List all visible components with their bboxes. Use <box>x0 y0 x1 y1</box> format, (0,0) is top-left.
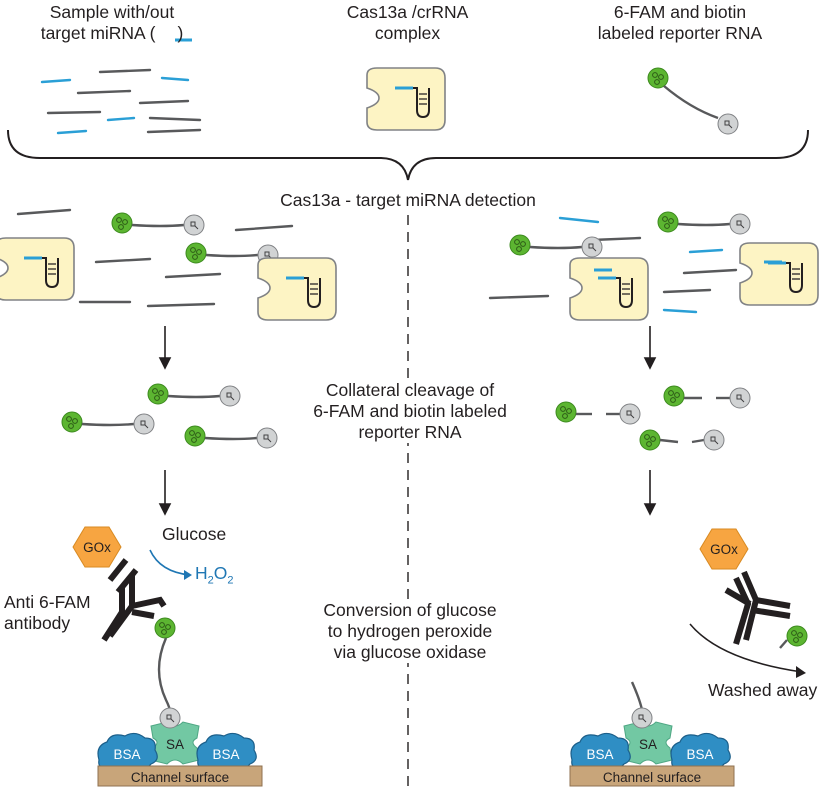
antibody-label: Anti 6-FAM antibody <box>4 592 91 634</box>
gox-label-right: GOx <box>710 542 738 557</box>
fam-label-left <box>154 617 176 639</box>
cas13a-complex-icon <box>256 256 338 322</box>
cas13a-complex-icon <box>568 256 650 322</box>
complex-label-line2: complex <box>374 23 441 43</box>
gox-label-left: GOx <box>83 540 111 555</box>
flow-arrows <box>158 326 657 516</box>
antibody-right <box>724 570 791 645</box>
gox-enzyme-left <box>72 526 122 568</box>
conversion-label-line1: Conversion of glucose <box>323 600 497 620</box>
left-detection-strands <box>16 208 294 308</box>
reporter-label: 6-FAM and biotin labeled reporter RNA <box>570 2 790 44</box>
right-detection-strands <box>488 216 738 314</box>
gox-enzyme-right <box>699 528 749 570</box>
reporter-rna <box>510 235 602 257</box>
sample-label-line2: target miRNA ( <box>40 23 156 43</box>
biotin-right <box>631 707 653 729</box>
conversion-label-line3: via glucose oxidase <box>333 642 487 662</box>
sample-strands <box>40 68 202 135</box>
glucose-label: Glucose <box>162 524 227 544</box>
reporter-rna-top <box>647 67 739 135</box>
complex-label-line1: Cas13a /crRNA <box>346 2 469 22</box>
cleavage-label-line1: Collateral cleavage of <box>325 380 495 400</box>
channel-surface-right <box>569 765 735 787</box>
reporter-rna <box>148 384 240 406</box>
conversion-label-line2: to hydrogen peroxide <box>327 621 493 641</box>
washed-away-arrow <box>689 623 803 673</box>
cleavage-label: Collateral cleavage of 6-FAM and biotin … <box>285 380 535 443</box>
cas13a-complex-icon <box>365 66 447 132</box>
bsa-label-right-1: BSA <box>586 747 614 762</box>
bsa-label-left-2: BSA <box>212 747 240 762</box>
antibody-label-line1: Anti 6-FAM <box>4 592 91 612</box>
channel-surface-left <box>97 765 263 787</box>
channel-surface-label-left: Channel surface <box>130 770 230 785</box>
complex-label: Cas13a /crRNA complex <box>320 2 495 44</box>
cleavage-label-line2: 6-FAM and biotin labeled <box>313 401 507 421</box>
cleaved-fragments <box>555 385 751 451</box>
antibody-label-line2: antibody <box>4 613 71 633</box>
bsa-label-right-2: BSA <box>686 747 714 762</box>
reporter-label-line1: 6-FAM and biotin <box>613 2 747 22</box>
sample-label: Sample with/out target miRNA () <box>12 2 212 44</box>
reporter-rna <box>112 213 204 235</box>
channel-surface-label-right: Channel surface <box>602 770 702 785</box>
reporter-rna <box>658 212 750 234</box>
h2o2-label: H2O2 <box>195 563 234 587</box>
cas13a-complex-icon <box>0 236 76 302</box>
sa-label-left: SA <box>165 737 184 752</box>
reporter-label-line2: labeled reporter RNA <box>597 23 763 43</box>
sa-label-right: SA <box>638 737 657 752</box>
reporter-rna <box>62 412 154 434</box>
detection-title: Cas13a - target miRNA detection <box>248 190 568 211</box>
cleavage-label-line3: reporter RNA <box>358 422 462 442</box>
fam-label-right <box>786 625 808 647</box>
antibody-left <box>101 558 167 642</box>
grouping-brace <box>7 129 809 181</box>
sample-label-line1: Sample with/out <box>49 2 175 22</box>
conversion-label: Conversion of glucose to hydrogen peroxi… <box>285 600 535 663</box>
washed-away-label: Washed away <box>708 680 818 700</box>
bsa-label-left-1: BSA <box>113 747 141 762</box>
biotin-left <box>159 707 181 729</box>
sample-label-line2-end: ) <box>177 23 184 43</box>
cas13a-complex-icon <box>738 241 820 307</box>
reporter-rna <box>185 426 277 448</box>
